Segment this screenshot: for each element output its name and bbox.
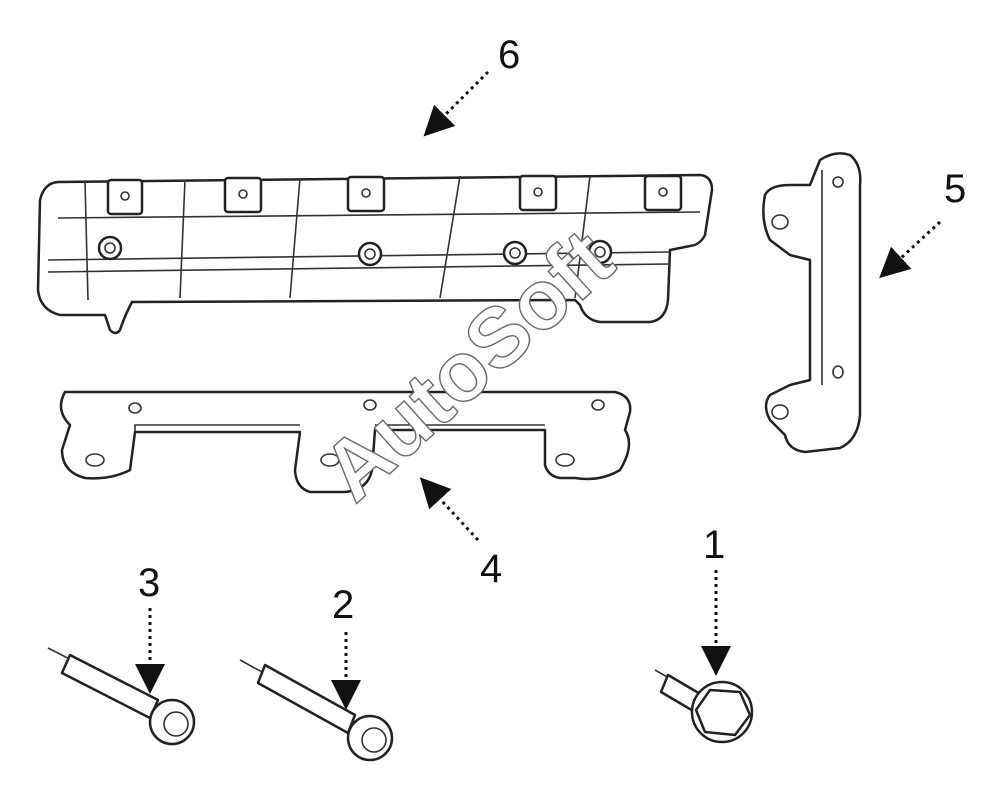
bolt-part-3: [47, 647, 196, 746]
bracket-part-5: [762, 152, 862, 454]
leader-line-5: [879, 220, 942, 279]
callout-1: 1: [703, 523, 725, 567]
leader-line-4: [419, 477, 480, 542]
leader-line-6: [423, 70, 490, 137]
callout-6: 6: [498, 33, 520, 77]
bracket-part-6: [36, 173, 714, 335]
bolt-part-2: [239, 659, 394, 762]
bolt-part-1: [654, 669, 754, 744]
plate-part-4: [59, 390, 632, 494]
callout-3: 3: [138, 561, 160, 605]
callout-2: 2: [332, 583, 354, 627]
callout-5: 5: [944, 167, 966, 211]
callout-4: 4: [480, 547, 502, 591]
